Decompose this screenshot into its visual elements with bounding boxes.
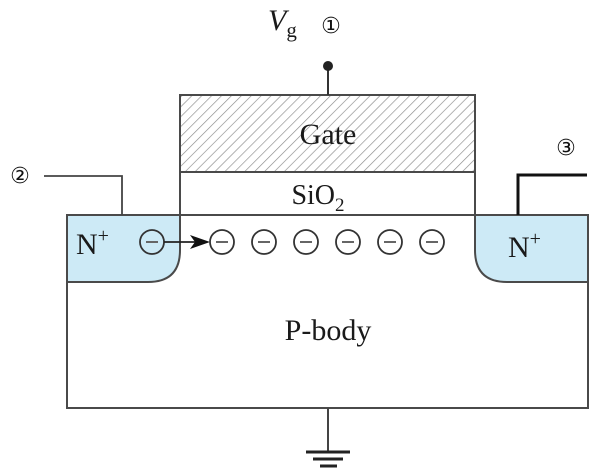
channel-electron — [377, 229, 403, 255]
body-label: P-body — [285, 314, 372, 347]
channel-electron — [293, 229, 319, 255]
channel-electron — [209, 229, 235, 255]
oxide-label: SiO2 — [291, 180, 344, 216]
drain-n-plus-region — [474, 214, 589, 283]
drain-label: N+ — [508, 228, 541, 264]
source-label: N+ — [76, 225, 109, 261]
terminal-3-label: ③ — [556, 136, 576, 161]
channel-electron — [335, 229, 361, 255]
electron-flow-arrowhead — [190, 235, 210, 249]
gate-voltage-label: Vg — [268, 4, 297, 42]
source-terminal-wire — [44, 175, 123, 215]
terminal-1-label: ① — [321, 14, 341, 39]
gate-electrode — [179, 94, 476, 173]
channel-electrons — [209, 229, 445, 255]
channel-electron — [251, 229, 277, 255]
channel-electron — [419, 229, 445, 255]
terminal-2-label: ② — [10, 164, 30, 189]
drain-terminal-wire — [516, 173, 587, 215]
gate-label: Gate — [300, 118, 357, 151]
source-n-plus-region — [66, 214, 181, 283]
ground-icon — [306, 450, 350, 468]
gate-terminal-dot — [323, 61, 333, 71]
